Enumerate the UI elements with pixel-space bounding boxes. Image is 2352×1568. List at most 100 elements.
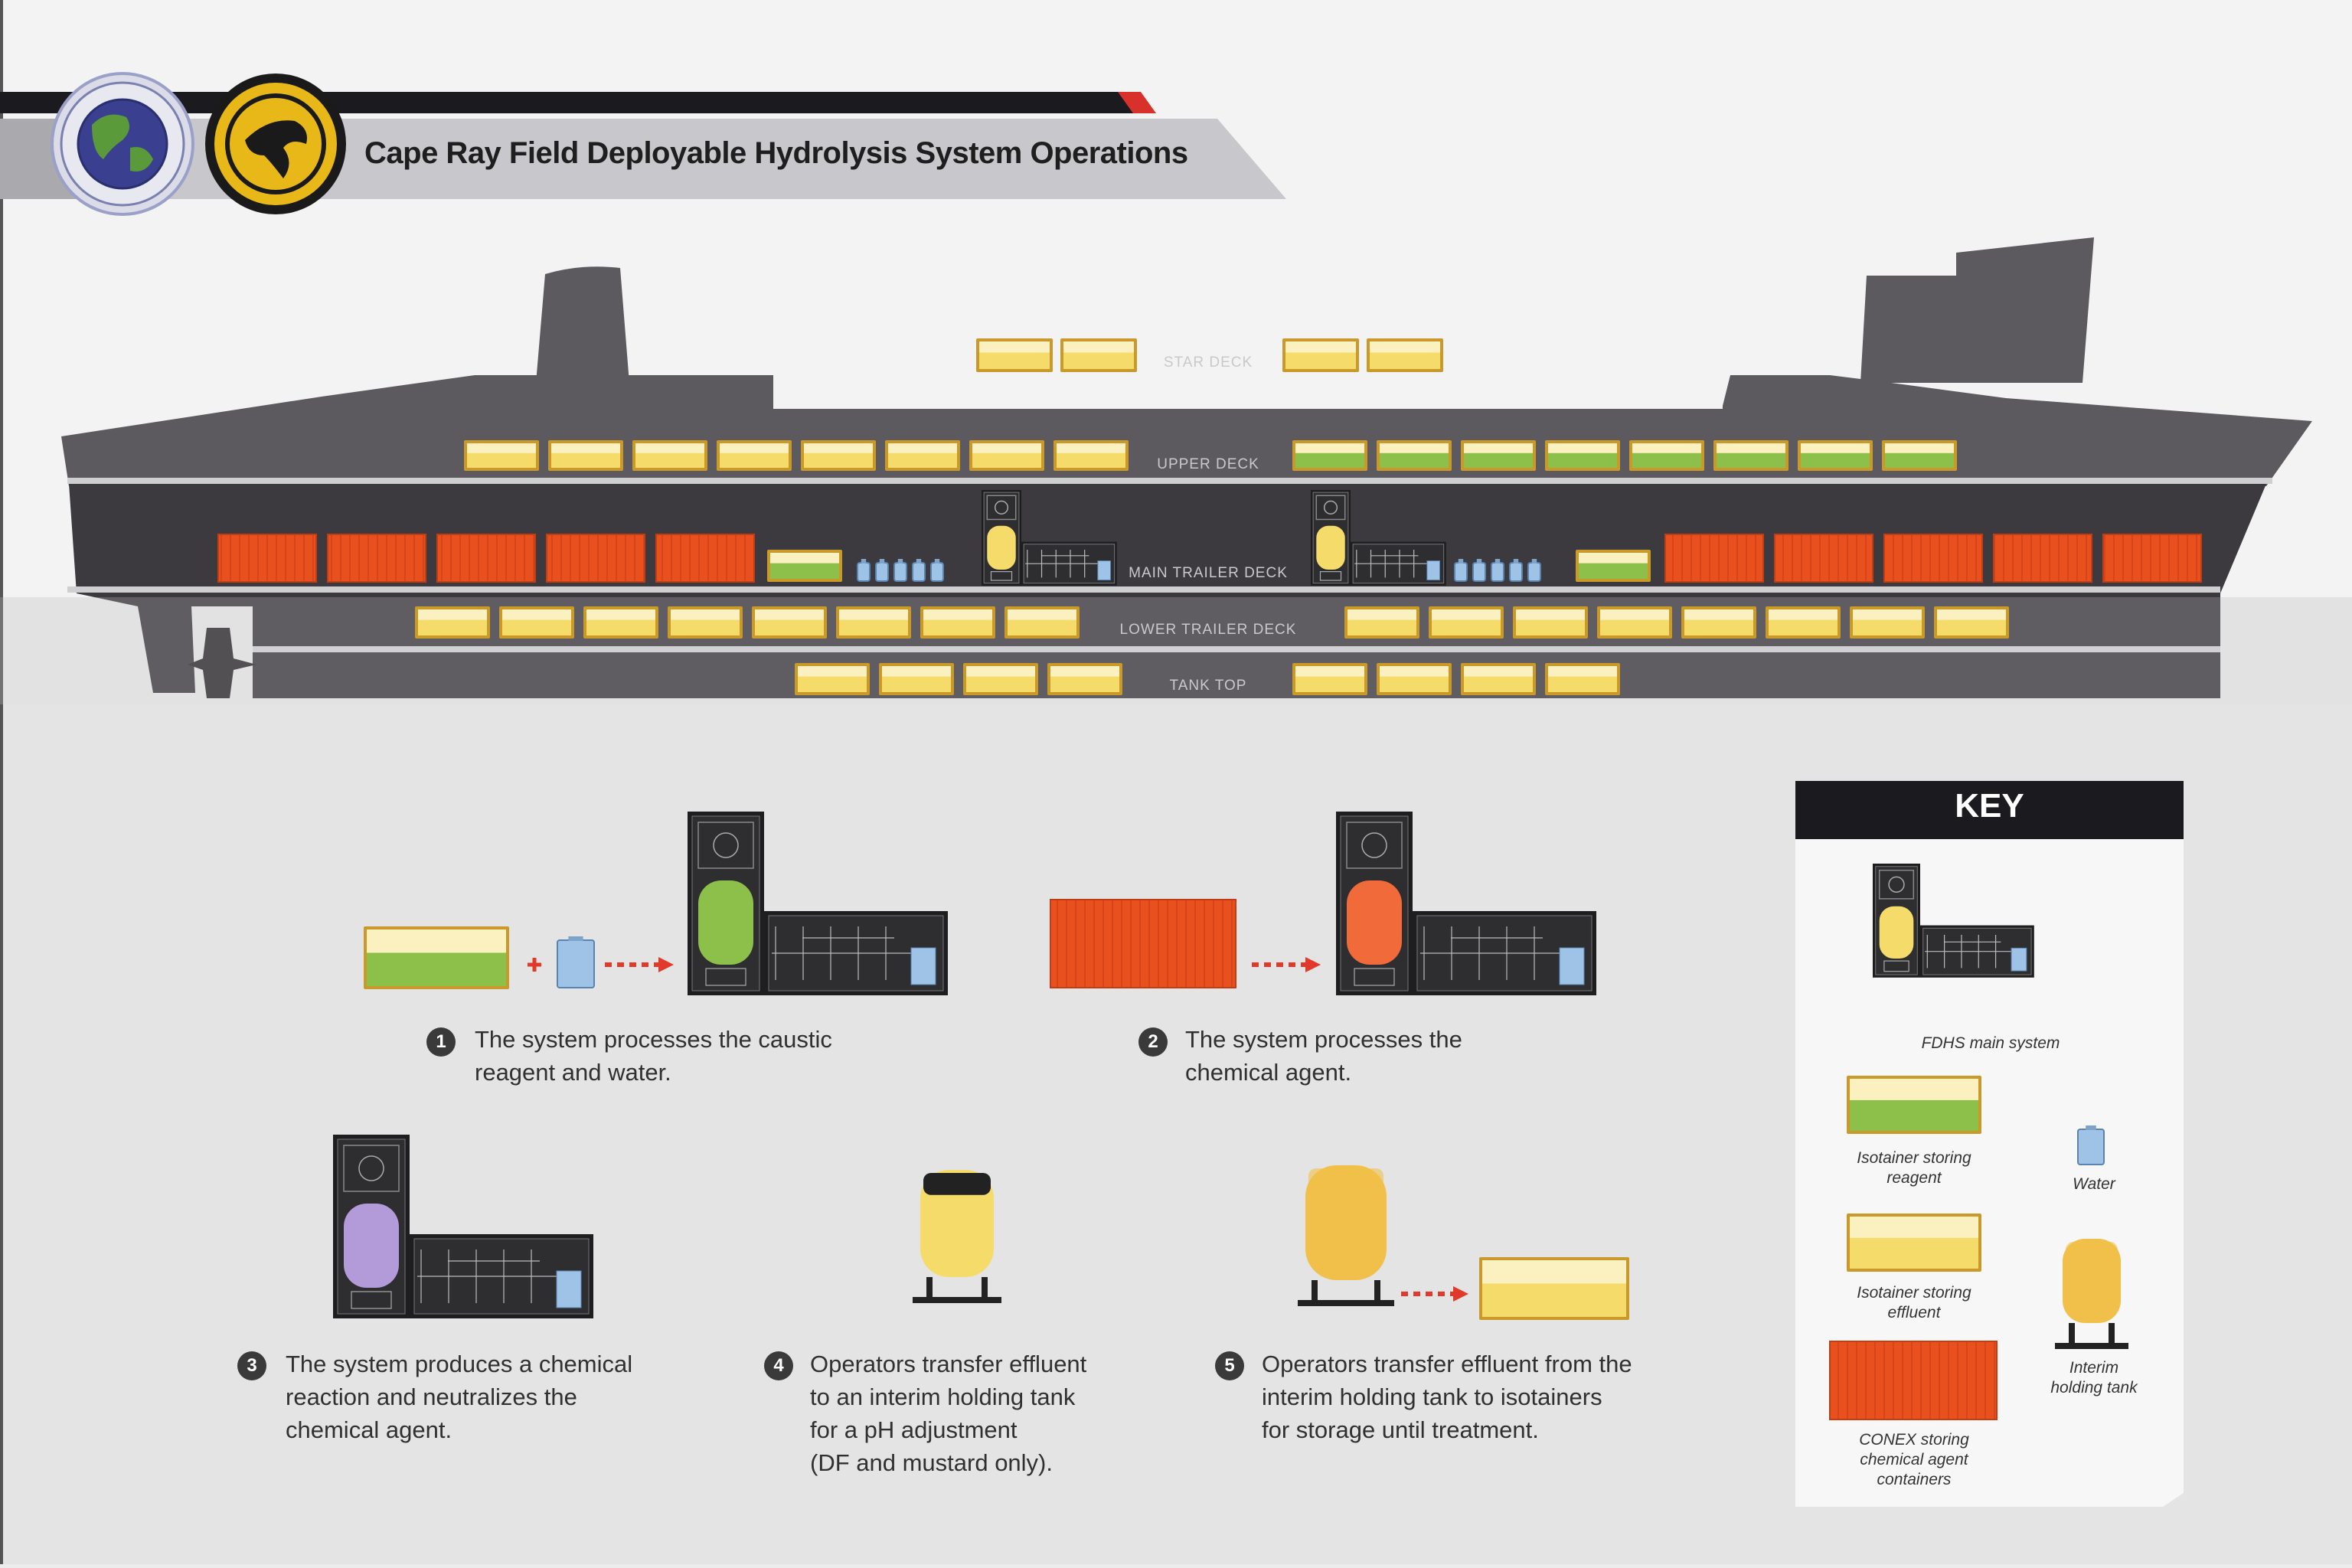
conex-container-icon (217, 534, 317, 583)
process-figures (333, 812, 2128, 1420)
left-border (0, 0, 3, 1564)
isotainer-icon (1597, 606, 1672, 639)
holding-tank-icon (2055, 1239, 2128, 1349)
key-caption-line: containers (1877, 1471, 1952, 1488)
isotainer-icon (1882, 440, 1957, 471)
isotainer-icon (1367, 338, 1443, 372)
conex-container-icon (436, 534, 536, 583)
isotainer-icon (1344, 606, 1419, 639)
isotainer-icon (1377, 663, 1452, 695)
conex-container-icon (1664, 534, 1764, 583)
isotainer-icon (1377, 440, 1452, 471)
isotainer-icon (632, 440, 707, 471)
isotainer-icon (1850, 606, 1925, 639)
isotainer-icon (1847, 1214, 1981, 1272)
key-caption-line: Isotainer storing (1857, 1149, 1971, 1167)
isotainer-icon (836, 606, 911, 639)
seal-globe-logo (51, 72, 194, 216)
water-icon (857, 559, 871, 582)
isotainer-icon (1545, 440, 1620, 471)
step-text-line: The system processes the (1185, 1026, 1462, 1053)
step-text-line: for storage until treatment. (1262, 1416, 1539, 1443)
conex-container-icon (1829, 1341, 1998, 1420)
isotainer-icon (464, 440, 539, 471)
deck-label-tank: TANK TOP (1169, 678, 1247, 694)
step-text-line: The system produces a chemical (286, 1351, 633, 1377)
plus-icon (528, 958, 541, 972)
step-text: The system produces a chemical reaction … (286, 1348, 745, 1446)
step-text-line: reagent and water. (475, 1059, 671, 1086)
conex-container-icon (1050, 899, 1236, 988)
aft-superstructure (1860, 237, 2094, 383)
water-icon (1527, 559, 1541, 582)
isotainer-icon (1629, 440, 1704, 471)
isotainer-icon (1798, 440, 1873, 471)
key-caption-line: Interim (2069, 1359, 2119, 1377)
isotainer-icon (1513, 606, 1588, 639)
conex-container-icon (655, 534, 755, 583)
step-text: Operators transfer effluent to an interi… (810, 1348, 1239, 1479)
isotainer-icon (1292, 440, 1367, 471)
deck-label-star: STAR DECK (1163, 354, 1253, 371)
isotainer-icon (717, 440, 792, 471)
step-text-line: The system processes the caustic (475, 1026, 832, 1053)
isotainer-icon (1054, 440, 1129, 471)
water-icon (893, 559, 907, 582)
step-text: Operators transfer effluent from the int… (1262, 1348, 1752, 1446)
isotainer-icon (1681, 606, 1756, 639)
propeller (188, 628, 256, 698)
isotainer-icon (752, 606, 827, 639)
fdhs-unit-icon (333, 1135, 593, 1318)
water-icon (2077, 1125, 2105, 1165)
step-text-line: for a pH adjustment (810, 1416, 1018, 1443)
key-caption-line: effluent (1887, 1304, 1941, 1321)
step-text-line: (DF and mustard only). (810, 1449, 1053, 1476)
flow-arrow-icon (605, 957, 674, 972)
fdhs-unit-icon (688, 812, 948, 995)
key-caption-water: Water (2052, 1174, 2136, 1194)
step-number: 3 (237, 1351, 266, 1380)
isotainer-icon (1282, 338, 1359, 372)
water-icon (930, 559, 944, 582)
fore-mast (536, 266, 629, 383)
step-number: 1 (426, 1027, 456, 1057)
isotainer-icon (1429, 606, 1504, 639)
deck-label-main: MAIN TRAILER DECK (1129, 565, 1288, 581)
isotainer-icon (499, 606, 574, 639)
conex-container-icon (546, 534, 645, 583)
isotainer-icon (969, 440, 1044, 471)
ship-cargo (217, 338, 2202, 695)
deck-label-lower: LOWER TRAILER DECK (1119, 622, 1297, 638)
isotainer-icon (879, 663, 954, 695)
isotainer-icon (1461, 440, 1536, 471)
step-text-line: interim holding tank to isotainers (1262, 1383, 1602, 1410)
isotainer-icon (1576, 550, 1651, 582)
key-caption-line: Water (2073, 1175, 2115, 1193)
isotainer-icon (976, 338, 1053, 372)
step-number: 4 (764, 1351, 793, 1380)
conex-container-icon (2102, 534, 2202, 583)
key-caption-holding-tank: Interim holding tank (2021, 1358, 2167, 1398)
step-text-line: Operators transfer effluent (810, 1351, 1087, 1377)
key-caption-conex: CONEX storing chemical agent containers (1822, 1430, 2006, 1490)
step-number: 5 (1215, 1351, 1244, 1380)
isotainer-icon (548, 440, 623, 471)
isotainer-icon (1934, 606, 2009, 639)
conex-container-icon (327, 534, 426, 583)
step-number: 2 (1138, 1027, 1168, 1057)
isotainer-icon (1713, 440, 1788, 471)
conex-container-icon (1774, 534, 1873, 583)
key-caption-reagent: Isotainer storing reagent (1822, 1148, 2006, 1188)
step-text: The system processes the caustic reagent… (475, 1023, 934, 1089)
key-caption-line: holding tank (2050, 1379, 2138, 1396)
isotainer-icon (1461, 663, 1536, 695)
key-caption-effluent: Isotainer storing effluent (1822, 1283, 2006, 1323)
isotainer-icon (583, 606, 658, 639)
water-icon (1472, 559, 1486, 582)
key-caption-line: reagent (1886, 1169, 1942, 1187)
isotainer-icon (1047, 663, 1122, 695)
step-text-line: reaction and neutralizes the (286, 1383, 577, 1410)
isotainer-icon (801, 440, 876, 471)
